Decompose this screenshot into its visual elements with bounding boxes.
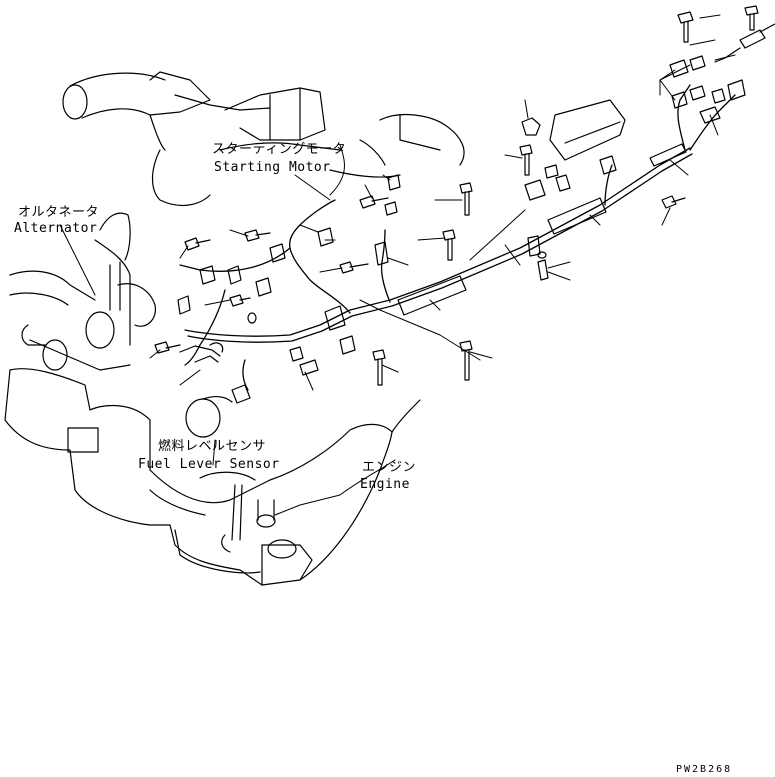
bolt-14: [661, 195, 686, 209]
starting-motor-label-jp: スターティングモータ: [212, 142, 347, 157]
bolt-1: [677, 11, 694, 43]
bolt-2: [744, 5, 759, 31]
main-harness: [179, 84, 736, 391]
nut-1: [521, 117, 541, 136]
alternator-label-en: Alternator: [14, 221, 98, 236]
clips-and-connectors: [177, 23, 775, 438]
bolt-7: [372, 349, 386, 386]
harness-covers: [397, 99, 687, 316]
engine-label-en: Engine: [360, 477, 410, 492]
reference-code: PW2B268: [676, 764, 733, 775]
bolt-11: [339, 261, 369, 274]
bolt-3: [519, 144, 533, 176]
leader-lines: [59, 14, 736, 516]
starting-motor-label-en: Starting Motor: [214, 160, 331, 175]
fuel-sensor-label-en: Fuel Lever Sensor: [138, 457, 280, 472]
bolt-4: [459, 182, 473, 216]
bolt-12: [154, 341, 181, 354]
intake-pipe: [62, 71, 465, 207]
bolt-10: [184, 237, 211, 251]
bolt-5: [442, 229, 456, 261]
bolt-9: [244, 229, 271, 242]
engine-label-jp: エンジン: [362, 460, 417, 475]
sleeve-1: [537, 259, 549, 281]
alternator-label-jp: オルタネータ: [18, 205, 100, 220]
sleeve-2: [527, 235, 541, 257]
bolt-8: [359, 195, 389, 209]
alternator-body: [9, 212, 157, 371]
bolts: [154, 5, 759, 386]
bolt-6: [459, 340, 473, 381]
fuel-sensor-label-jp: 燃料レベルセンサ: [158, 439, 267, 454]
bolt-13: [229, 294, 251, 307]
engine-block: [4, 368, 421, 586]
